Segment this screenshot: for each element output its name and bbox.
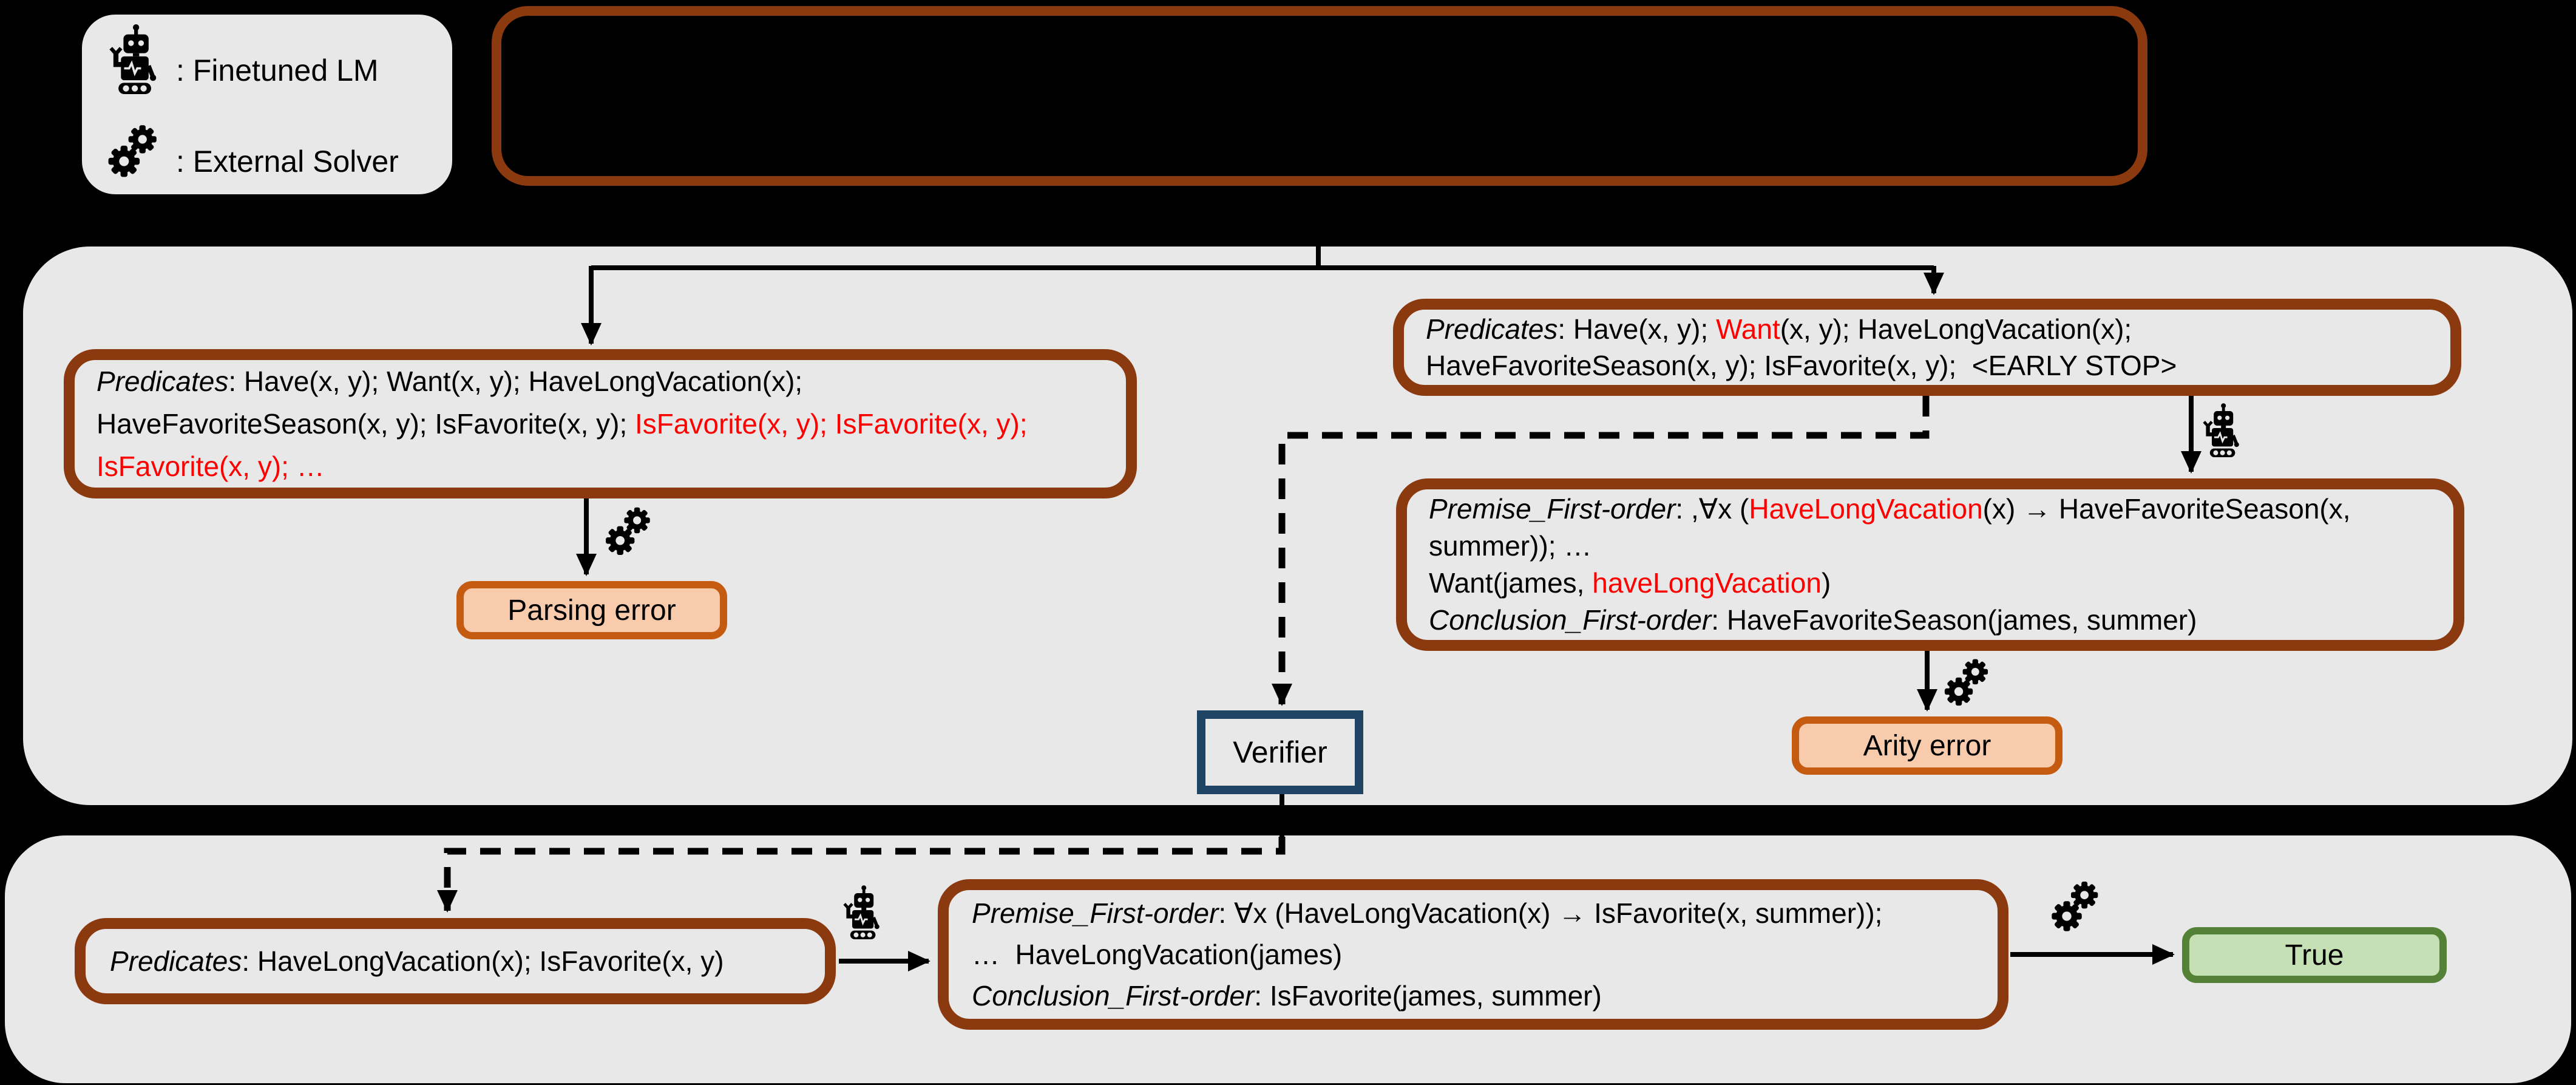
text-segment: : Have(x, y); Want(x, y); HaveLongVacati… [228, 366, 803, 397]
text-segment: haveLongVacation [1592, 567, 1822, 599]
prompt-box [492, 6, 2147, 186]
text-segment: (x, y); HaveLongVacation(x); [1780, 313, 2132, 345]
arity-error-label: Arity error [1863, 729, 1991, 762]
text-segment: Conclusion_First-order [972, 980, 1255, 1012]
text-line: Predicates: Have(x, y); Want(x, y); Have… [97, 360, 1126, 403]
right-predicates-box: Predicates: Have(x, y); Want(x, y); Have… [1393, 299, 2461, 396]
text-line: summer)); … [1429, 528, 2453, 565]
text-line: Conclusion_First-order: HaveFavoriteSeas… [1429, 602, 2453, 639]
text-segment: : ,∀x ( [1675, 493, 1749, 525]
text-segment: HaveLongVacation [1749, 493, 1983, 525]
text-segment: IsFavorite(x, y); IsFavorite(x, y); [635, 408, 1028, 440]
legend-finetuned-lm-label: : Finetuned LM [176, 53, 379, 87]
bottom-premise-box: Premise_First-order: ∀x (HaveLongVacatio… [938, 879, 2008, 1030]
text-segment: Premise_First-order [972, 897, 1219, 929]
text-line: Premise_First-order: ,∀x (HaveLongVacati… [1429, 491, 2453, 528]
text-segment: Predicates [110, 945, 242, 977]
text-segment: (x) → HaveFavoriteSeason(x, [1982, 493, 2351, 525]
text-line: IsFavorite(x, y); … [97, 445, 1126, 488]
text-segment: : IsFavorite(james, summer) [1254, 980, 1602, 1012]
text-line: Premise_First-order: ∀x (HaveLongVacatio… [972, 893, 1998, 934]
text-segment: Conclusion_First-order [1429, 604, 1712, 636]
left-predicates-box: Predicates: Have(x, y); Want(x, y); Have… [64, 349, 1137, 498]
text-segment: Want [1716, 313, 1780, 345]
text-segment: : Have(x, y); [1557, 313, 1717, 345]
legend-external-solver-label: : External Solver [176, 145, 399, 179]
text-segment: summer)); … [1429, 530, 1592, 562]
parsing-error-label: Parsing error [507, 594, 676, 627]
text-line: HaveFavoriteSeason(x, y); IsFavorite(x, … [97, 403, 1126, 445]
verifier-label: Verifier [1233, 735, 1327, 769]
text-line: Conclusion_First-order: IsFavorite(james… [972, 975, 1998, 1016]
text-segment: : HaveLongVacation(x); IsFavorite(x, y) [242, 945, 724, 977]
text-segment: : HaveFavoriteSeason(james, summer) [1711, 604, 2197, 636]
text-segment: Want(james, [1429, 567, 1593, 599]
text-segment: … HaveLongVacation(james) [972, 939, 1343, 970]
text-line: HaveFavoriteSeason(x, y); IsFavorite(x, … [1426, 347, 2450, 384]
text-line: … HaveLongVacation(james) [972, 934, 1998, 975]
parsing-error-badge: Parsing error [456, 581, 727, 639]
text-segment: Predicates [1426, 313, 1558, 345]
text-segment: HaveFavoriteSeason(x, y); IsFavorite(x, … [97, 408, 636, 440]
text-segment: ) [1821, 567, 1831, 599]
text-segment: IsFavorite(x, y); … [97, 451, 325, 482]
text-segment: HaveFavoriteSeason(x, y); IsFavorite(x, … [1426, 350, 2177, 381]
text-line: Predicates: Have(x, y); Want(x, y); Have… [1426, 311, 2450, 347]
arity-error-badge: Arity error [1792, 716, 2062, 775]
text-segment: Premise_First-order [1429, 493, 1676, 525]
text-segment: Predicates [97, 366, 229, 397]
right-premise-box: Premise_First-order: ,∀x (HaveLongVacati… [1396, 478, 2464, 651]
true-badge: True [2182, 927, 2447, 983]
true-label: True [2285, 939, 2344, 971]
verifier-box: Verifier [1197, 710, 1363, 794]
text-line: Predicates: HaveLongVacation(x); IsFavor… [110, 940, 825, 982]
text-line: Want(james, haveLongVacation) [1429, 565, 2453, 602]
text-segment: : ∀x (HaveLongVacation(x) → IsFavorite(x… [1218, 897, 1883, 929]
bottom-predicates-box: Predicates: HaveLongVacation(x); IsFavor… [75, 918, 836, 1004]
